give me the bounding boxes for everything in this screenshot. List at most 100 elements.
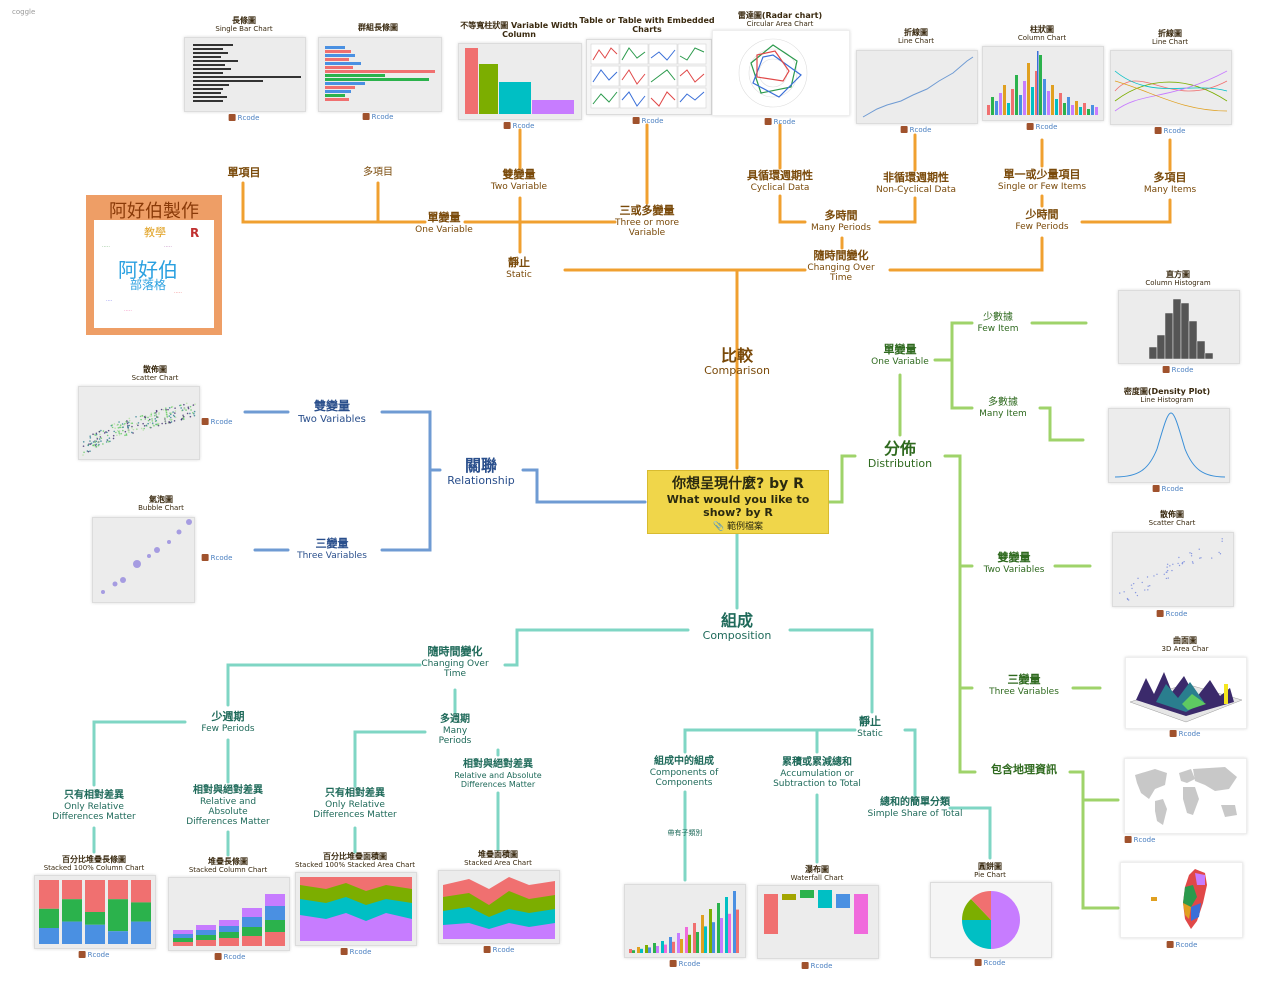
density-chart-image [1114,412,1226,478]
rcode-waterfall[interactable]: Rcode [801,962,832,970]
rcode-table-embedded[interactable]: Rcode [632,117,663,125]
radar-chart-image [738,38,808,108]
scatter-dist-chart-image [1119,538,1223,601]
rcode-stacked-area[interactable]: Rcode [483,946,514,954]
rcode-area3d[interactable]: Rcode [1169,730,1200,738]
thumb-world-map[interactable] [1124,758,1247,834]
cmp-single-item[interactable]: 單項目 [227,166,261,179]
thumb-line-1[interactable] [856,50,978,124]
comp-of-comp-chart-image [629,891,739,953]
thumb-bubble[interactable] [92,517,195,603]
rcode-radar[interactable]: Rcode [764,118,795,126]
scatter-rel-chart-image [82,402,196,456]
thumb-density[interactable] [1108,408,1230,483]
cloud-word-top: 教學 [144,226,166,239]
rcode-scatter-rel[interactable]: Rcode [201,418,232,426]
group-bar-chart-image [325,46,435,101]
cmp-multi-item[interactable]: 多項目 [363,167,393,178]
thumb-comp-of-comp[interactable] [624,884,746,958]
rcode-taiwan-map[interactable]: Rcode [1166,941,1197,949]
thumb-stacked100-area[interactable] [295,872,417,946]
rcode-comp-of-comp[interactable]: Rcode [669,960,700,968]
thumb-taiwan-map[interactable] [1120,862,1243,938]
thumb-waterfall[interactable] [757,885,879,959]
table-embedded-chart-image [590,43,707,109]
thumb-variable-width[interactable] [458,43,582,120]
column-chart-image [987,51,1098,115]
thumb-stacked100-col[interactable] [34,875,156,949]
thumb-line-2[interactable] [1110,50,1232,125]
rcode-stacked100-area[interactable]: Rcode [340,948,371,956]
rcode-line-2[interactable]: Rcode [1154,127,1185,135]
root-title: 你想呈現什麼? by R [672,476,804,492]
rcode-histogram[interactable]: Rcode [1162,366,1193,374]
rcode-bubble[interactable]: Rcode [201,554,232,562]
thumb-scatter-dist[interactable] [1112,532,1234,607]
rcode-stacked100-col[interactable]: Rcode [78,951,109,959]
thumb-radar[interactable] [712,30,850,116]
thumb-stacked-area[interactable] [438,870,560,944]
thumb-pie[interactable] [930,882,1052,958]
com-sub-category[interactable]: 帶有子類別 [667,829,703,837]
rcode-pie[interactable]: Rcode [974,959,1005,967]
dst-geo[interactable]: 包含地理資訊 [991,763,1057,776]
rcode-variable-width[interactable]: Rcode [503,122,534,130]
thumb-column[interactable] [982,46,1104,121]
thumb-group-bar[interactable] [318,37,442,112]
root-file-link[interactable]: 📎 範例檔案 [712,522,764,533]
thumb-histogram[interactable] [1118,290,1240,364]
rcode-single-bar[interactable]: Rcode [228,114,259,122]
rcode-stacked-col[interactable]: Rcode [214,953,245,961]
thumb-scatter-rel[interactable] [78,386,200,460]
rcode-world-map[interactable]: Rcode [1124,836,1155,844]
rcode-line-1[interactable]: Rcode [900,126,931,134]
relationship-connectors [243,410,647,552]
thumb-single-bar[interactable] [184,37,306,112]
title-density: 密度圖(Density Plot)Line Histogram [1123,387,1211,404]
rcode-group-bar[interactable]: Rcode [362,113,393,121]
thumb-stacked-col[interactable] [168,877,290,951]
rcode-column[interactable]: Rcode [1026,123,1057,131]
thumb-table-embedded[interactable] [586,39,712,115]
rcode-scatter-dist[interactable]: Rcode [1156,610,1187,618]
thumb-area3d[interactable] [1125,657,1247,729]
root-topic[interactable]: 你想呈現什麼? by R What would you like to show… [647,470,829,534]
rcode-density[interactable]: Rcode [1152,485,1183,493]
